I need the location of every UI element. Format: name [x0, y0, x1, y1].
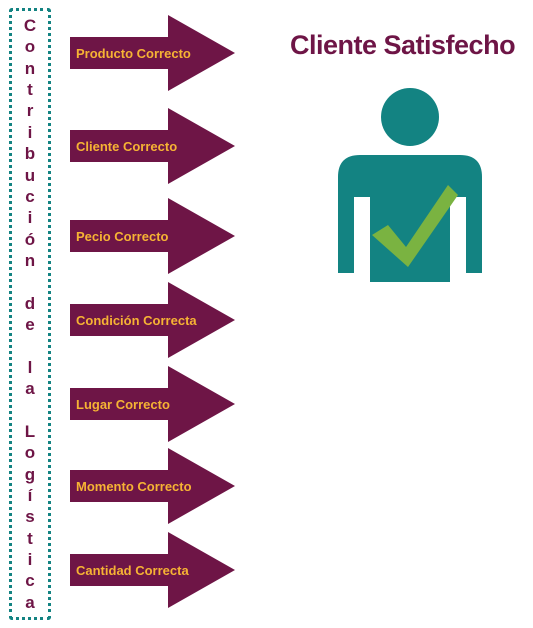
- side-label-letter: o: [24, 443, 36, 463]
- side-label-letter: n: [24, 250, 36, 270]
- arrow-shape: [70, 108, 235, 184]
- arrow-label: Lugar Correcto: [76, 396, 170, 412]
- result-title: Cliente Satisfecho: [290, 30, 516, 60]
- arrow-item: Cliente Correcto: [70, 108, 235, 184]
- arrow-label: Condición Correcta: [76, 312, 197, 328]
- arrow-label: Momento Correcto: [76, 478, 192, 494]
- side-label-letter: c: [25, 186, 35, 206]
- side-label-letter: o: [24, 37, 36, 57]
- side-label-letter: i: [27, 122, 33, 142]
- side-label-letter: ó: [24, 229, 36, 249]
- arrow-shape: [70, 15, 235, 91]
- person-body: [338, 155, 482, 282]
- arrow-shape: [70, 198, 235, 274]
- person-head: [381, 88, 439, 146]
- person-graphic: [338, 88, 482, 282]
- side-label-letter: d: [24, 293, 36, 313]
- side-label-letter: g: [24, 464, 36, 484]
- side-label-letter: a: [25, 592, 35, 612]
- checkmark-icon: [372, 185, 458, 267]
- arrow-item: Pecio Correcto: [70, 198, 235, 274]
- side-label-letter: a: [25, 379, 35, 399]
- side-label-letter: t: [27, 528, 33, 548]
- side-label-letter: i: [27, 549, 33, 569]
- side-label-letter: l: [27, 357, 33, 377]
- arrow-shape: [70, 448, 235, 524]
- arrow-label: Cantidad Correcta: [76, 562, 189, 578]
- side-label-letter: c: [25, 571, 35, 591]
- side-label-letter: r: [26, 101, 34, 121]
- satisfied-person-icon: [330, 85, 490, 290]
- arrow-item: Cantidad Correcta: [70, 532, 235, 608]
- arrow-shape: [70, 366, 235, 442]
- side-label-letter: b: [24, 144, 36, 164]
- arrow-item: Producto Correcto: [70, 15, 235, 91]
- arrow-shape: [70, 532, 235, 608]
- arrow-item: Momento Correcto: [70, 448, 235, 524]
- arrow-label: Cliente Correcto: [76, 138, 178, 154]
- arrow-item: Lugar Correcto: [70, 366, 235, 442]
- side-label-letter: e: [25, 315, 35, 335]
- arrow-label: Producto Correcto: [76, 45, 191, 61]
- side-label-letter: C: [23, 16, 37, 35]
- side-label-letter: u: [24, 165, 36, 185]
- arrow-item: Condición Correcta: [70, 282, 235, 358]
- side-label-letter: n: [24, 58, 36, 78]
- side-label-letter: i: [27, 208, 33, 228]
- arrow-shape: [70, 282, 235, 358]
- arrow-label: Pecio Correcto: [76, 228, 169, 244]
- side-label-letter: t: [27, 80, 33, 100]
- side-label-letter: í: [27, 485, 33, 505]
- side-label-letter: s: [25, 507, 35, 527]
- side-label-letter: L: [24, 421, 36, 441]
